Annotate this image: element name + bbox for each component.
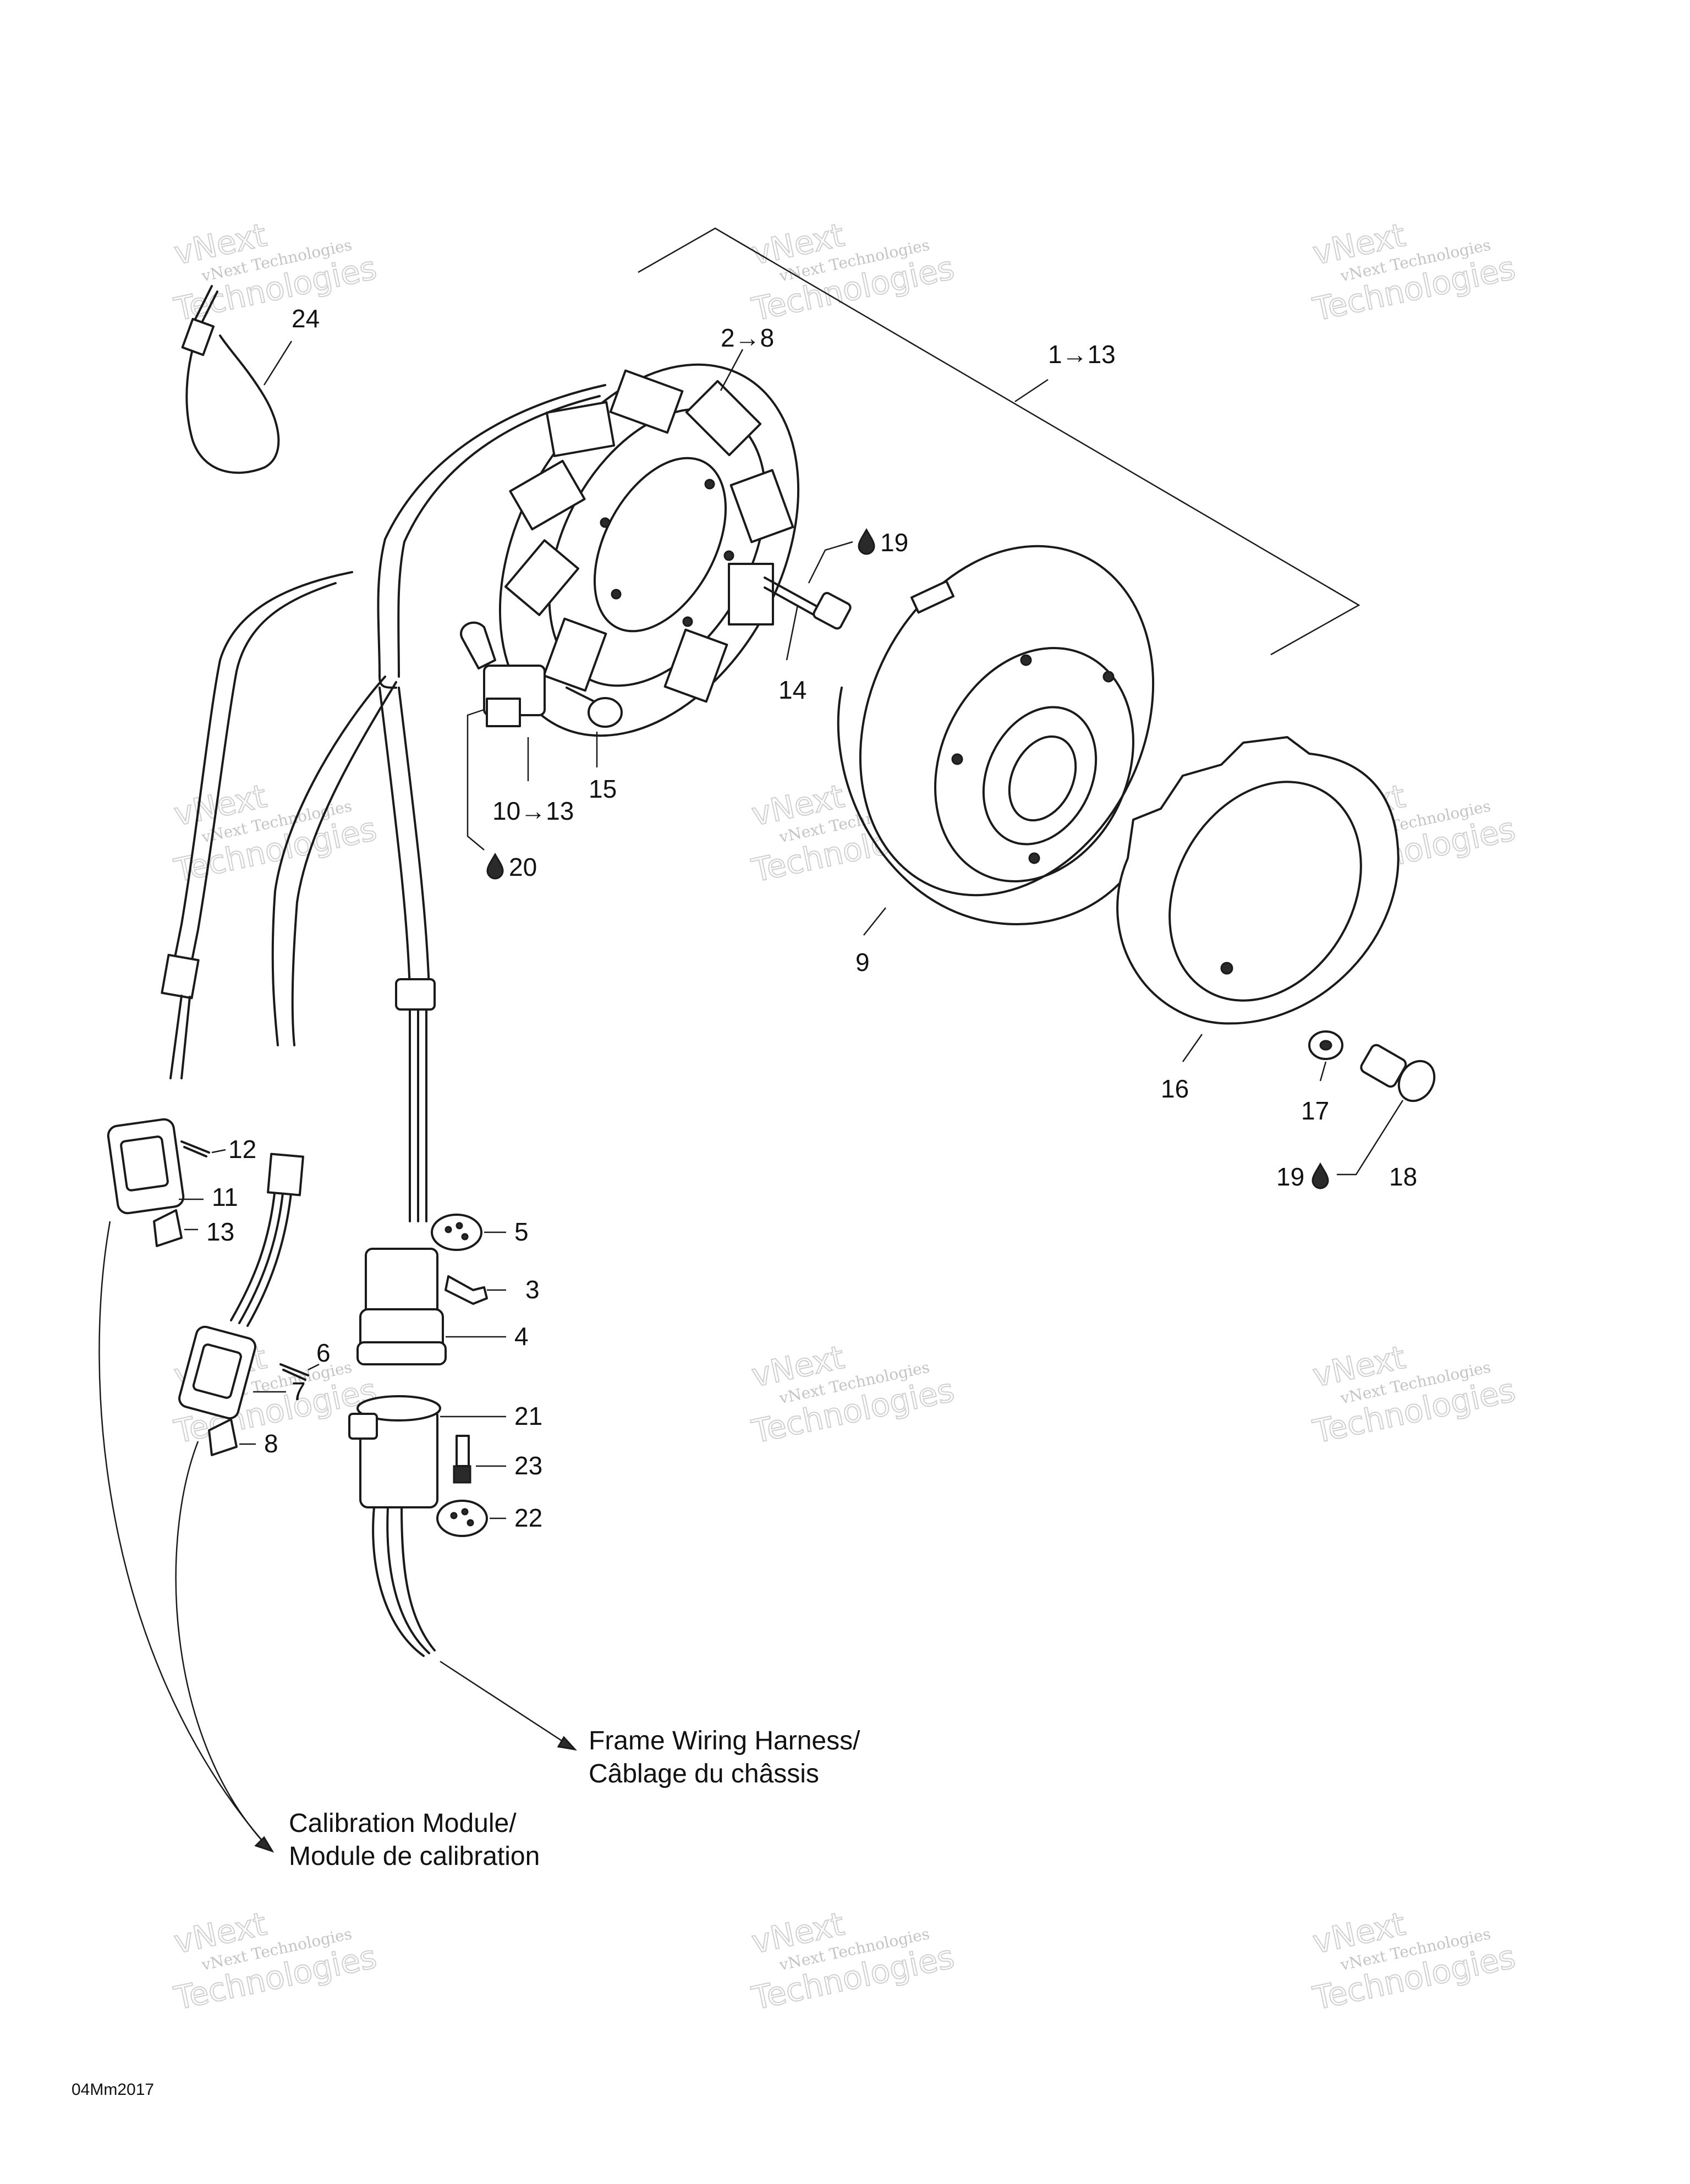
callout-11: 11: [212, 1183, 238, 1211]
seal-5: [431, 1214, 506, 1251]
bolt-15: [566, 687, 623, 767]
washer-17: [1308, 1030, 1343, 1082]
callout-3: 3: [525, 1275, 540, 1304]
callout-7: 7: [292, 1377, 306, 1406]
trigger-coil: [460, 621, 546, 850]
callout-17: 17: [1301, 1096, 1329, 1125]
callout-23: 23: [514, 1451, 542, 1480]
callout-10-13: 10→13: [492, 797, 574, 825]
callout-8: 8: [264, 1429, 278, 1458]
callout-21: 21: [514, 1402, 542, 1430]
callout-13: 13: [206, 1217, 234, 1246]
connector-11: [107, 1118, 204, 1215]
frame-harness-caption-line2: Câblage du châssis: [589, 1759, 819, 1788]
callout-6: 6: [316, 1338, 331, 1367]
oil-drop-icon: [858, 528, 875, 555]
watermark: vNext vNext Technologies Technologies: [170, 1905, 380, 2018]
watermark: vNext vNext Technologies Technologies: [1309, 216, 1519, 329]
watermark: vNext vNext Technologies Technologies: [170, 777, 380, 890]
harness-output-wires: [372, 1506, 436, 1657]
calibration-arrow: [98, 1221, 275, 1853]
oil-drop-icon: [1312, 1162, 1329, 1189]
callout-9: 9: [855, 948, 870, 976]
bolt-14: [764, 541, 853, 661]
connector-4: [356, 1248, 506, 1365]
terminal-6: [279, 1363, 320, 1381]
watermark: vNext vNext Technologies Technologies: [748, 216, 958, 329]
callout-24: 24: [292, 304, 320, 333]
callout-5: 5: [514, 1217, 529, 1246]
calibration-caption: Calibration Module/ Module de calibratio…: [289, 1809, 540, 1871]
terminal-3: [445, 1275, 506, 1305]
callout-18: 18: [1389, 1162, 1417, 1191]
document-code: 04Mm2017: [72, 2081, 154, 2099]
terminal-23: [453, 1435, 506, 1484]
stator-poles: [504, 369, 794, 703]
terminal-12: [180, 1140, 226, 1157]
callout-4: 4: [514, 1322, 529, 1351]
watermark: vNext vNext Technologies Technologies: [170, 216, 380, 329]
callout-2-8: 2→8: [721, 323, 774, 352]
frame-harness-caption: Frame Wiring Harness/ Câblage du châssis: [589, 1726, 860, 1788]
stator: [498, 349, 800, 737]
watermark: vNext vNext Technologies Technologies: [1309, 1905, 1519, 2018]
calibration-caption-line1: Calibration Module/: [289, 1809, 517, 1838]
connector-21: [348, 1395, 506, 1508]
callout-19-top: 19: [880, 528, 908, 557]
calibration-caption-line2: Module de calibration: [289, 1842, 540, 1871]
bolt-18: [1337, 1044, 1436, 1176]
cable-tie: [181, 285, 293, 474]
callout-20: 20: [509, 853, 537, 881]
oil-drop-icon: [486, 852, 504, 880]
callout-19-bottom: 19: [1276, 1162, 1304, 1191]
clip-8: [208, 1418, 256, 1456]
callout-15: 15: [589, 775, 617, 803]
watermark: vNext vNext Technologies Technologies: [1309, 1338, 1519, 1451]
frame-harness-arrow: [440, 1660, 578, 1751]
callout-12: 12: [228, 1135, 256, 1164]
callout-labels: 24 2→8 1→13 19 14 15 10→13 20 9 16 17 19…: [206, 304, 1417, 1532]
seal-22: [436, 1500, 506, 1537]
callout-14: 14: [778, 676, 806, 704]
ring-gear-cover: [1116, 736, 1400, 1062]
callout-16: 16: [1161, 1074, 1189, 1103]
watermark: vNext vNext Technologies Technologies: [748, 1905, 958, 2018]
wiring-harness: [161, 384, 606, 1327]
frame-harness-caption-line1: Frame Wiring Harness/: [589, 1726, 860, 1755]
clip-13: [153, 1209, 198, 1247]
connector-7: [178, 1325, 286, 1420]
watermark: vNext vNext Technologies Technologies: [748, 1338, 958, 1451]
callout-22: 22: [514, 1503, 542, 1532]
flywheel: [837, 545, 1155, 936]
callout-1-13: 1→13: [1048, 340, 1116, 369]
assembly-bracket: [638, 227, 1360, 656]
